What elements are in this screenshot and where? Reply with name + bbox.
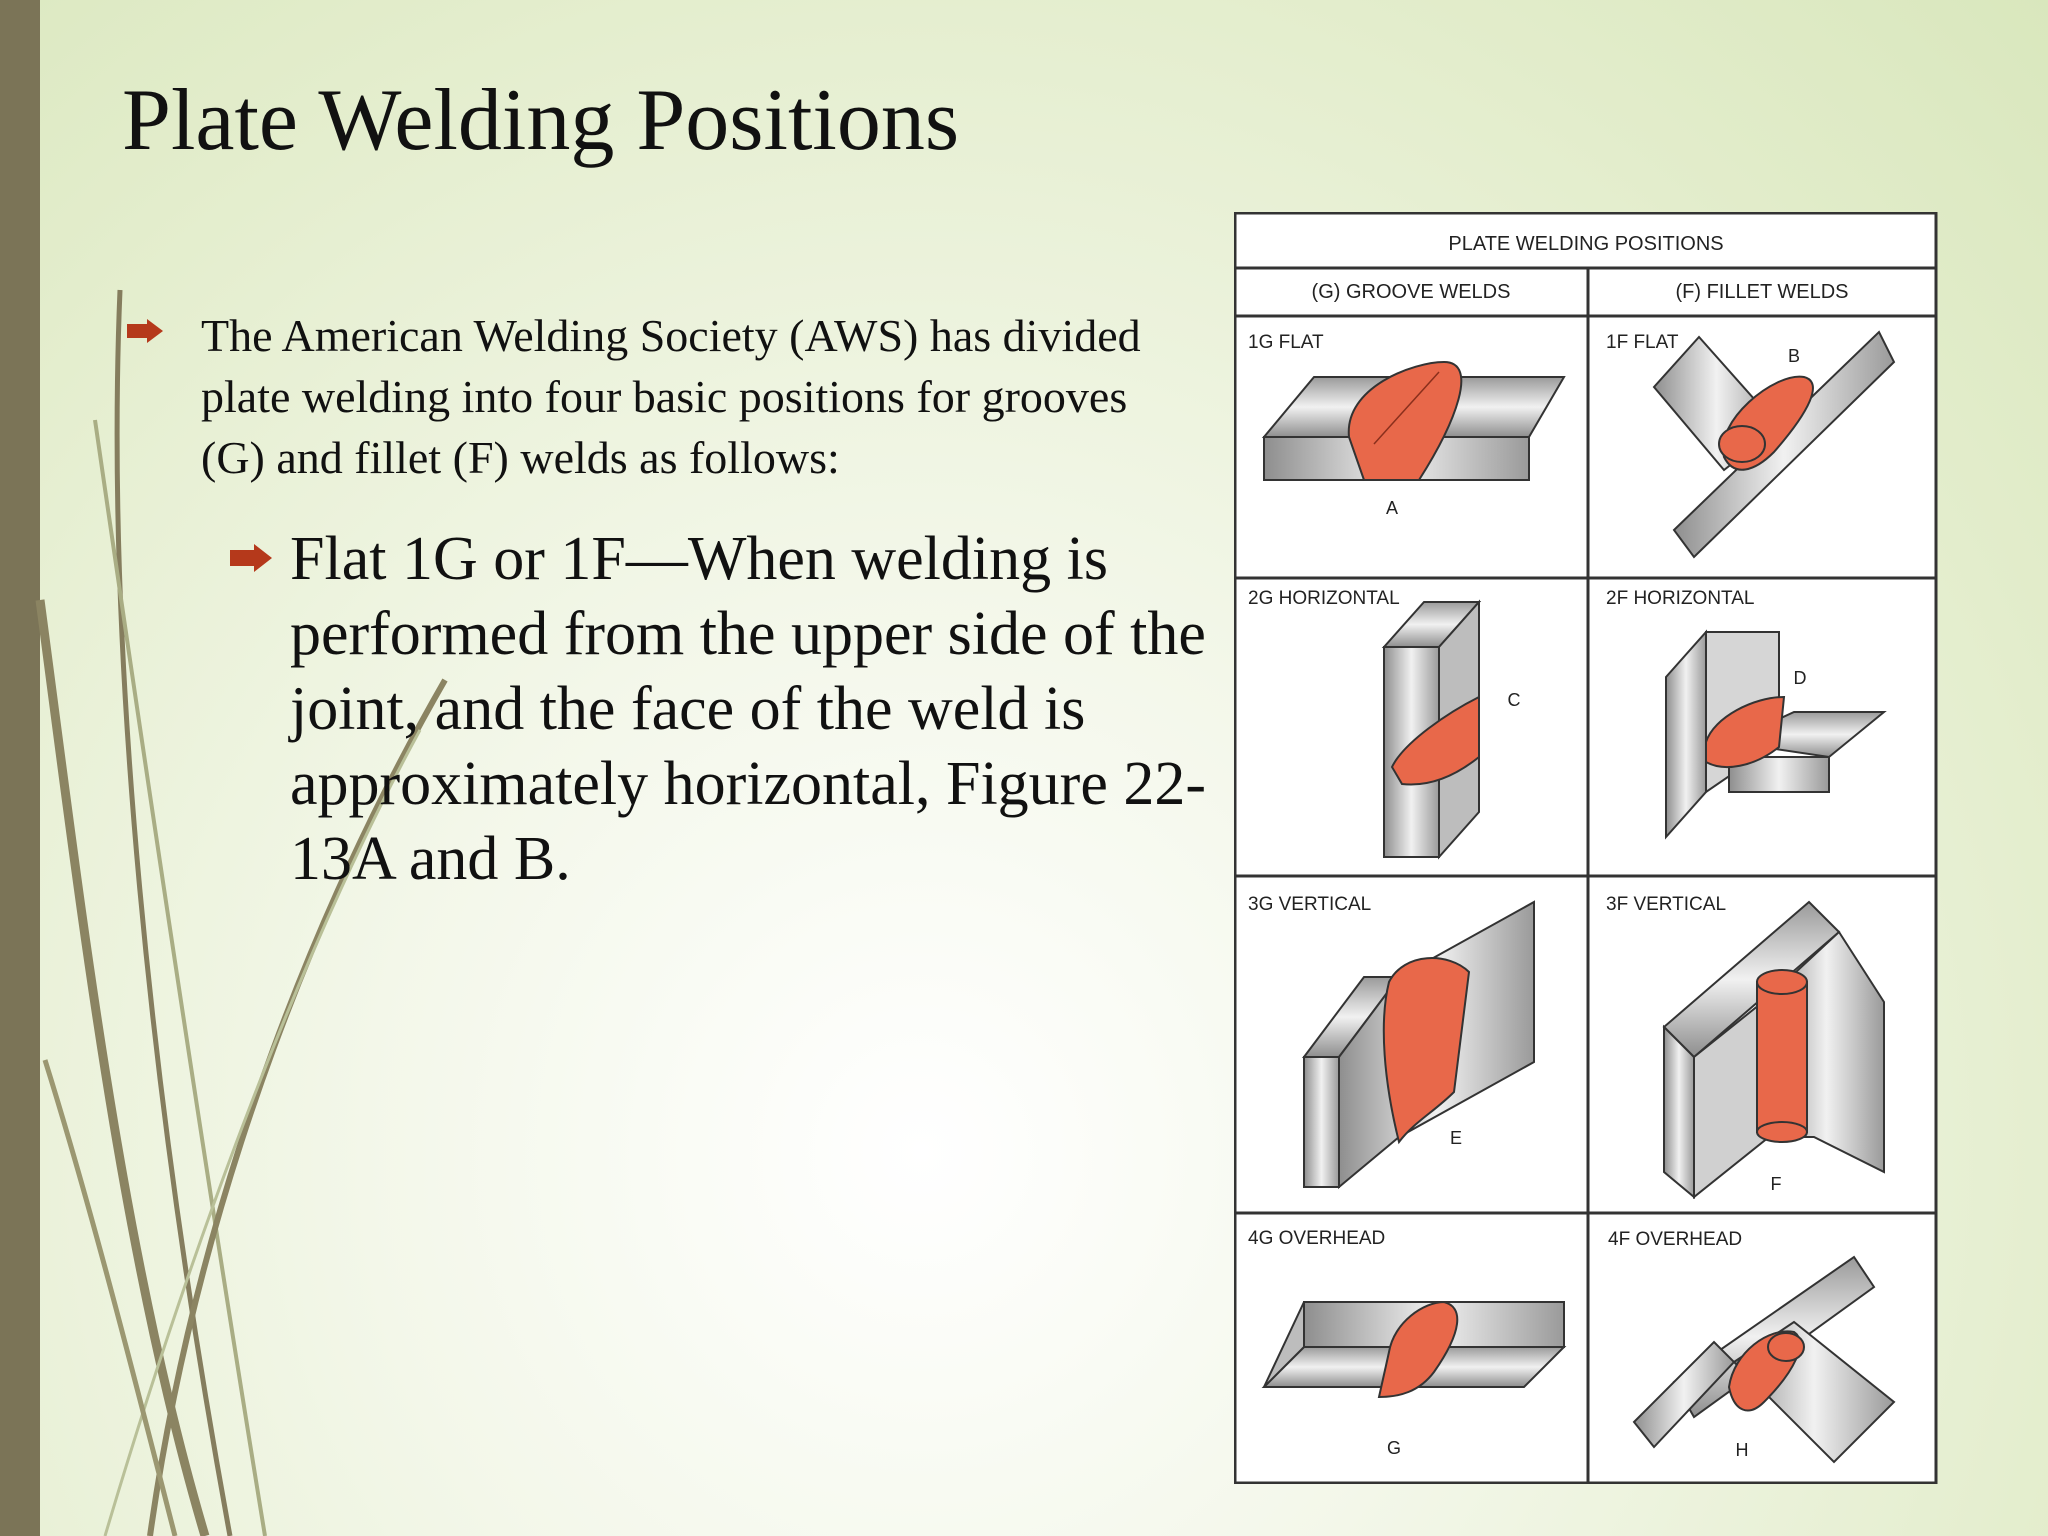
illustration-3f-vertical [1662, 900, 1885, 1200]
bullet-arrow-icon [230, 544, 272, 572]
illustration-4g-overhead [1261, 1300, 1567, 1399]
bullet-item-1: The American Welding Society (AWS) has d… [125, 305, 1165, 488]
illustration-3g-vertical [1302, 900, 1535, 1190]
weld-letter-e: E [1450, 1128, 1462, 1148]
weld-letter-b: B [1788, 346, 1800, 366]
cell-label-4g: 4G OVERHEAD [1248, 1228, 1385, 1249]
bullet-item-2: Flat 1G or 1F—When welding is performed … [228, 522, 1208, 897]
weld-letter-c: C [1508, 690, 1521, 710]
groove-welds-header: (G) GROOVE WELDS [1312, 281, 1511, 303]
slide-title: Plate Welding Positions [122, 72, 960, 169]
illustration-1g-flat [1261, 360, 1566, 481]
cell-label-3g: 3G VERTICAL [1248, 894, 1371, 915]
illustration-2g-horizontal [1381, 599, 1482, 860]
left-side-bar [0, 0, 40, 1536]
cell-label-1g: 1G FLAT [1248, 332, 1324, 353]
weld-letter-f: F [1771, 1174, 1782, 1194]
cell-label-2f: 2F HORIZONTAL [1606, 588, 1755, 609]
figure-title: PLATE WELDING POSITIONS [1448, 233, 1723, 255]
weld-letter-d: D [1794, 668, 1807, 688]
bullet-1-text: The American Welding Society (AWS) has d… [201, 310, 1141, 483]
fillet-welds-header: (F) FILLET WELDS [1676, 281, 1849, 303]
weld-letter-g: G [1387, 1438, 1401, 1458]
cell-label-1f: 1F FLAT [1606, 332, 1679, 353]
bullet-2-text: Flat 1G or 1F—When welding is performed … [290, 525, 1206, 893]
illustration-2f-horizontal [1665, 629, 1887, 840]
plate-welding-positions-figure: PLATE WELDING POSITIONS (G) GROOVE WELDS… [1234, 212, 1938, 1484]
cell-label-2g: 2G HORIZONTAL [1248, 588, 1400, 609]
cell-label-3f: 3F VERTICAL [1606, 894, 1726, 915]
illustration-1f-flat [1652, 330, 1896, 559]
cell-label-4f: 4F OVERHEAD [1608, 1229, 1742, 1250]
illustration-4f-overhead [1632, 1255, 1896, 1464]
weld-letter-a: A [1386, 498, 1398, 518]
weld-letter-h: H [1736, 1440, 1749, 1460]
bullet-arrow-icon [127, 319, 163, 343]
